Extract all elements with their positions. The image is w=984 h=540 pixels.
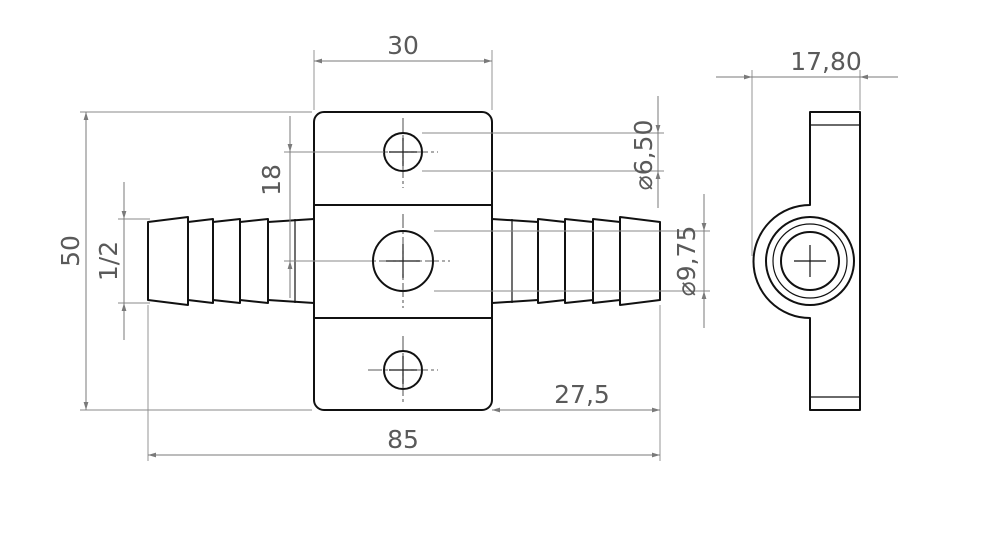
top-mounting-hole	[368, 118, 438, 188]
diameter-symbol-2: ⌀	[672, 281, 701, 296]
svg-text:⌀9,75: ⌀9,75	[672, 226, 701, 297]
bottom-mounting-hole	[368, 336, 438, 404]
diameter-symbol: ⌀	[629, 175, 658, 190]
dim-block-width: 30	[313, 31, 493, 110]
dim-thread: 1/2	[94, 182, 150, 340]
dim-hose-barb-length-label: 27,5	[554, 380, 610, 409]
dim-overall-height-label: 50	[56, 235, 85, 267]
dim-bore-diameter: ⌀9,75	[434, 194, 710, 328]
right-hose-barb	[491, 216, 661, 306]
center-bore	[356, 214, 450, 308]
dim-bore-diameter-label: 9,75	[672, 226, 701, 282]
side-view	[752, 111, 861, 411]
dim-block-width-label: 30	[387, 31, 419, 60]
dim-hole-spacing-label: 18	[257, 164, 286, 196]
dim-side-thickness: 17,80	[716, 47, 898, 256]
dim-hole-spacing: 18	[257, 116, 384, 298]
side-bore-inner	[780, 231, 840, 291]
dim-hose-barb-length: 27,5	[492, 305, 661, 461]
dim-overall-length-label: 85	[387, 425, 419, 454]
dim-small-hole-diameter-label: 6,50	[629, 120, 658, 176]
front-view	[147, 111, 661, 411]
side-bore-outer	[765, 216, 855, 306]
dim-small-hole-diameter: ⌀6,50	[422, 96, 664, 208]
dim-side-thickness-label: 17,80	[790, 47, 862, 76]
svg-text:⌀6,50: ⌀6,50	[629, 120, 658, 191]
dim-overall-length: 85	[147, 305, 660, 461]
side-flange	[752, 111, 861, 411]
dim-thread-label: 1/2	[94, 241, 123, 281]
dim-overall-height: 50	[56, 111, 312, 411]
